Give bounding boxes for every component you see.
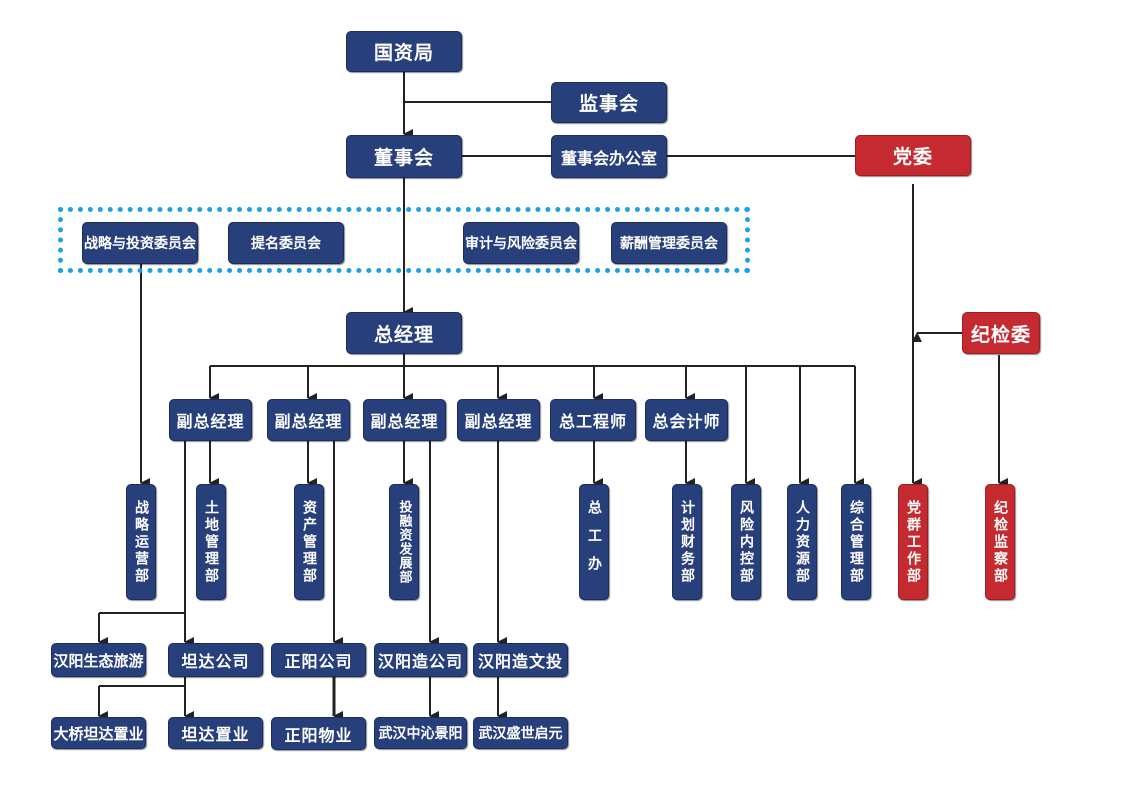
node-dept-discipline[interactable]: 纪检监察部 [985, 484, 1015, 600]
node-dept-hr[interactable]: 人力资源部 [787, 484, 817, 600]
node-committee-audit[interactable]: 审计与风险委员会 [463, 222, 579, 264]
node-sub-hanyangzao[interactable]: 汉阳造公司 [374, 643, 467, 677]
node-dept-chief-engineer-office[interactable]: 总工办 [579, 484, 609, 600]
node-dangwei[interactable]: 党委 [855, 135, 971, 176]
node-vice-gm-4[interactable]: 副总经理 [457, 399, 540, 441]
node-dept-general-admin[interactable]: 综合管理部 [841, 484, 871, 600]
node-dept-assets[interactable]: 资产管理部 [294, 484, 324, 600]
node-dept-risk-control[interactable]: 风险内控部 [731, 484, 761, 600]
node-vice-gm-1[interactable]: 副总经理 [169, 399, 252, 441]
node-general-manager[interactable]: 总经理 [346, 312, 462, 354]
node-sub-zhengyang[interactable]: 正阳公司 [271, 643, 366, 677]
node-vice-gm-2[interactable]: 副总经理 [267, 399, 350, 441]
node-jianshihui[interactable]: 监事会 [551, 82, 667, 123]
node-subsub-zhongqin-jingyang[interactable]: 武汉中沁景阳 [374, 717, 467, 749]
node-guoziju[interactable]: 国资局 [346, 31, 462, 72]
node-subsub-zhengyang-property[interactable]: 正阳物业 [271, 717, 366, 750]
node-dept-party-affairs[interactable]: 党群工作部 [898, 484, 928, 600]
node-dept-land[interactable]: 土地管理部 [196, 484, 226, 600]
node-committee-remuneration[interactable]: 薪酬管理委员会 [611, 222, 727, 264]
node-dept-finance[interactable]: 计划财务部 [672, 484, 702, 600]
node-subsub-daqiao-tanda[interactable]: 大桥坦达置业 [51, 717, 146, 749]
node-dongshihui[interactable]: 董事会 [346, 135, 462, 178]
node-sub-hanyang-eco-tourism[interactable]: 汉阳生态旅游 [51, 643, 146, 677]
node-sub-hanyangzao-culture[interactable]: 汉阳造文投 [473, 643, 568, 677]
node-subsub-tanda-realty[interactable]: 坦达置业 [168, 717, 263, 749]
node-dept-strategy-ops[interactable]: 战略运营部 [126, 484, 156, 600]
node-dongshihui-office[interactable]: 董事会办公室 [551, 135, 667, 178]
node-sub-tanda[interactable]: 坦达公司 [168, 643, 263, 677]
node-committee-strategy[interactable]: 战略与投资委员会 [82, 222, 198, 264]
node-vice-gm-3[interactable]: 副总经理 [363, 399, 446, 441]
node-chief-engineer[interactable]: 总工程师 [550, 399, 636, 441]
node-subsub-shengshi-qiyuan[interactable]: 武汉盛世启元 [473, 717, 568, 749]
node-dept-investment[interactable]: 投融资发展部 [389, 484, 419, 600]
node-chief-accountant[interactable]: 总会计师 [645, 399, 728, 441]
committee-group-border [58, 207, 750, 273]
node-jijianwei[interactable]: 纪检委 [962, 312, 1040, 354]
node-committee-nomination[interactable]: 提名委员会 [228, 222, 344, 264]
